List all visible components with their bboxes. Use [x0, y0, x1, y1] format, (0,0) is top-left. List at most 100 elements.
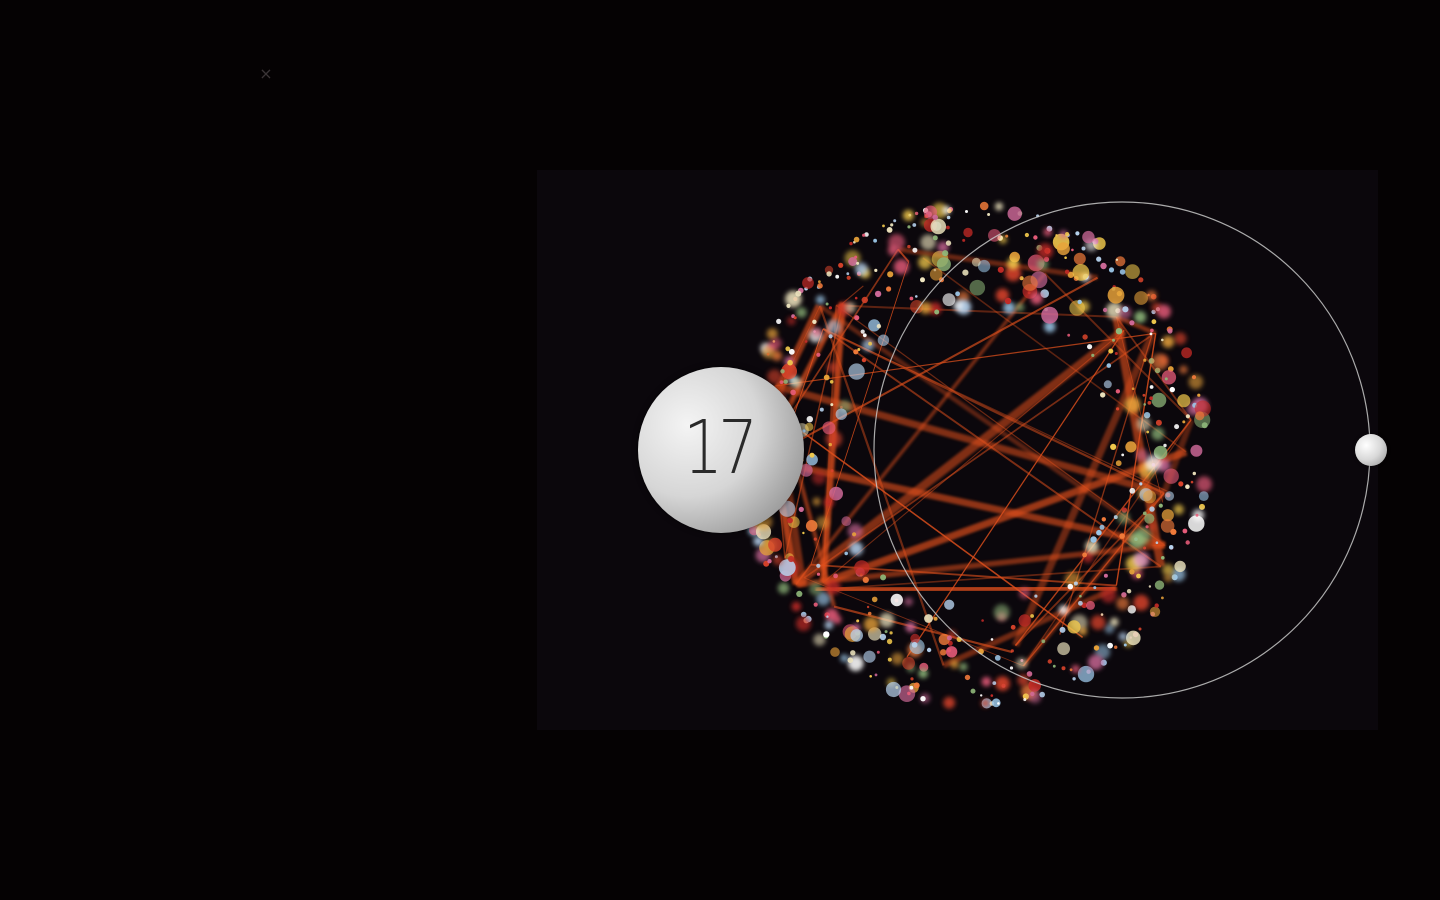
network-node [1101, 517, 1106, 522]
network-node [830, 469, 834, 473]
network-node [1115, 258, 1119, 261]
network-node [798, 506, 804, 512]
network-node [1174, 560, 1186, 573]
network-node [874, 290, 882, 298]
network-node [856, 261, 860, 265]
network-node [1122, 306, 1129, 313]
network-node [915, 295, 918, 298]
network-node [970, 688, 976, 694]
network-node [806, 453, 818, 466]
network-node [848, 363, 865, 380]
network-node [863, 650, 876, 663]
network-node [1143, 358, 1147, 362]
network-node [890, 593, 903, 607]
counter-disc[interactable]: 17 [638, 367, 804, 533]
orbit-slider-handle[interactable] [1355, 434, 1387, 466]
network-node [1114, 645, 1118, 649]
network-node [779, 380, 784, 384]
network-node [823, 374, 830, 381]
network-node [1182, 528, 1188, 534]
network-node [877, 334, 890, 346]
network-node [1143, 490, 1157, 504]
network-node [1191, 375, 1197, 380]
network-node [1072, 264, 1090, 281]
network-node [1146, 430, 1150, 434]
network-node [845, 302, 856, 313]
network-node [1136, 416, 1151, 432]
network-node [1198, 491, 1209, 501]
network-node [809, 582, 822, 596]
network-node [874, 673, 878, 677]
network-node [1199, 503, 1205, 510]
network-node [1124, 396, 1141, 414]
network-node [790, 377, 802, 388]
network-node [867, 611, 872, 616]
network-node [1100, 587, 1117, 603]
network-node [1007, 257, 1019, 270]
network-node [788, 555, 795, 563]
network-node [1103, 380, 1112, 389]
network-node [969, 279, 986, 296]
network-node [979, 201, 989, 211]
network-node [783, 379, 788, 384]
network-node [1071, 664, 1080, 674]
network-node [813, 633, 826, 646]
network-node [965, 210, 968, 213]
close-icon[interactable]: × [259, 64, 273, 83]
network-node [1149, 385, 1154, 389]
network-node [964, 674, 971, 681]
network-node [926, 647, 932, 653]
network-node [795, 616, 811, 632]
network-node [1030, 691, 1035, 697]
network-node [781, 363, 797, 380]
network-node [1134, 551, 1150, 568]
network-node [1182, 420, 1186, 424]
network-node [826, 615, 829, 618]
network-node [943, 696, 956, 709]
network-node [1015, 302, 1025, 312]
network-node [1163, 573, 1173, 583]
network-node [1151, 319, 1157, 325]
network-node [1151, 392, 1167, 408]
network-node [855, 262, 868, 276]
network-node [1121, 592, 1127, 598]
network-node [816, 516, 829, 530]
network-node [1185, 540, 1190, 545]
network-node [818, 280, 821, 284]
network-node [1018, 614, 1031, 627]
network-node [863, 616, 879, 632]
network-node [826, 271, 832, 277]
network-node [777, 582, 790, 594]
network-node [885, 681, 902, 698]
network-node [1148, 585, 1152, 588]
network-node [1188, 515, 1205, 532]
network-node [1201, 422, 1208, 429]
network-node [1138, 627, 1142, 631]
network-node [809, 452, 815, 458]
network-node [1071, 248, 1074, 252]
network-node [1190, 480, 1194, 484]
network-node [1164, 377, 1168, 381]
network-node [864, 232, 869, 237]
network-node [1192, 471, 1196, 476]
network-node [772, 555, 783, 566]
network-node [890, 223, 894, 227]
network-node [893, 259, 909, 275]
network-node [828, 334, 833, 339]
network-node [884, 630, 888, 634]
network-node [817, 283, 823, 289]
network-node [1090, 615, 1106, 630]
network-node [995, 676, 1010, 691]
network-node [816, 563, 821, 568]
network-node [835, 274, 840, 279]
network-node [978, 648, 984, 655]
network-node [804, 340, 808, 343]
network-node [1108, 267, 1115, 273]
network-node [1134, 291, 1148, 305]
network-node [950, 659, 959, 669]
network-node [1073, 252, 1086, 265]
network-node [959, 662, 968, 671]
network-node [945, 240, 952, 246]
network-node [1150, 328, 1154, 333]
network-node [1181, 347, 1192, 359]
